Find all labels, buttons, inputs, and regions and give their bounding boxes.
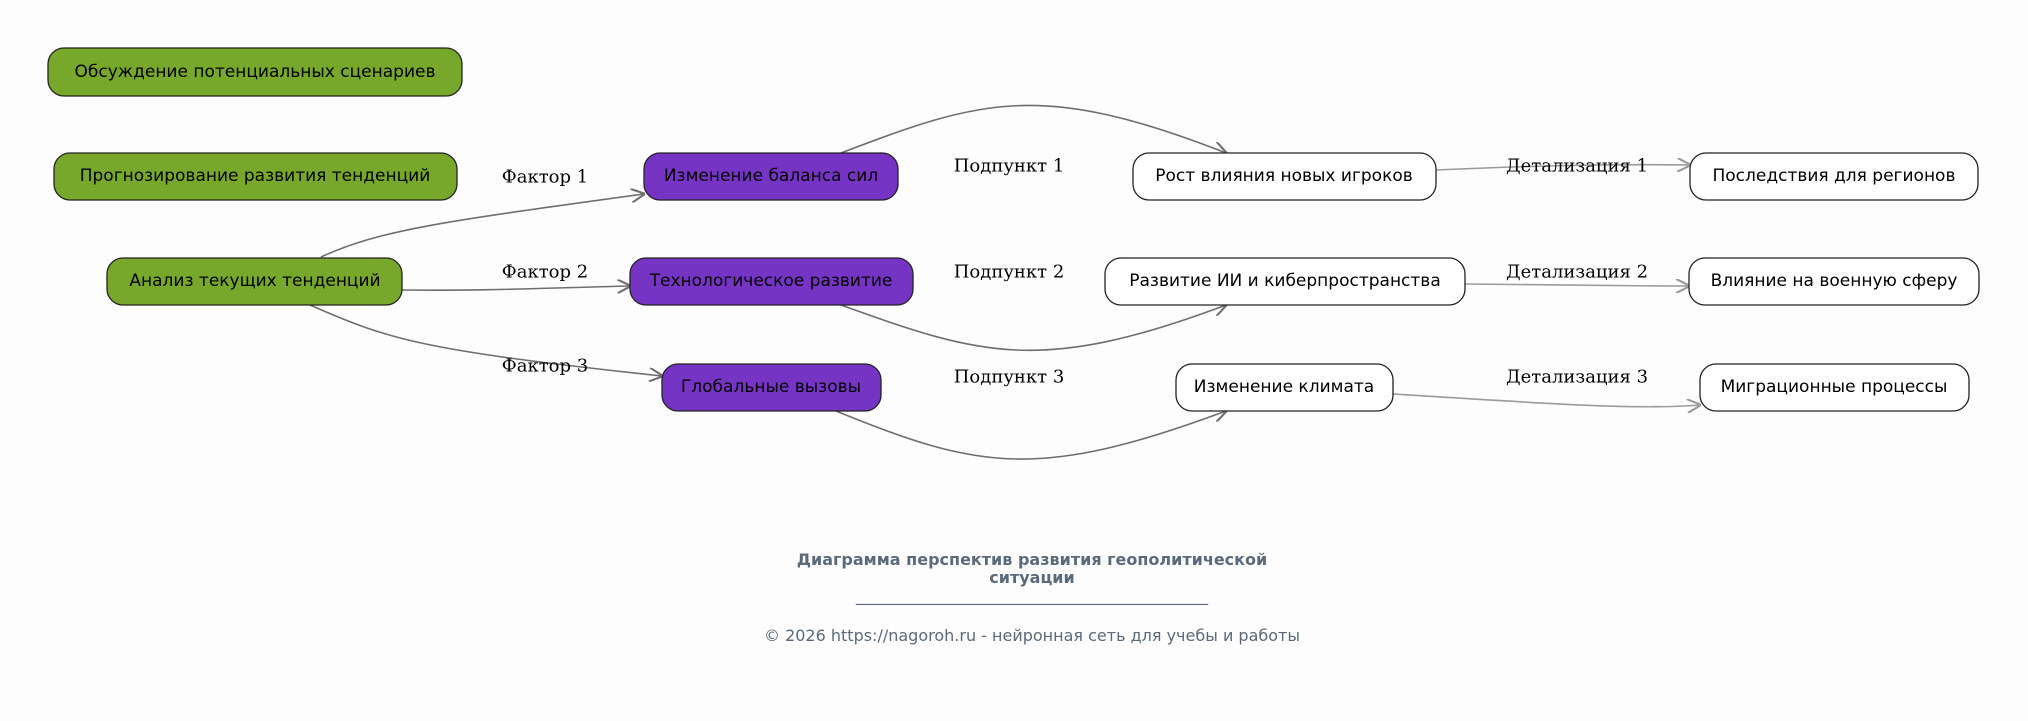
edge-label-sub2: Подпункт 2	[954, 262, 1065, 283]
node-climate[interactable]: Изменение климата	[1175, 363, 1394, 412]
node-label: Рост влияния новых игроков	[1155, 166, 1413, 186]
footer-divider: ________________________________________…	[855, 586, 1209, 606]
edge-label-factor3: Фактор 3	[502, 356, 588, 377]
node-military[interactable]: Влияние на военную сферу	[1688, 257, 1980, 306]
node-tech[interactable]: Технологическое развитие	[629, 257, 914, 306]
node-label: Изменение климата	[1194, 377, 1374, 397]
diagram-title-line2: ситуации	[989, 568, 1074, 587]
node-label: Анализ текущих тенденций	[129, 271, 380, 291]
edge-label-sub1: Подпункт 1	[954, 156, 1065, 177]
edge-analysis-balance	[320, 194, 644, 258]
edge-ai-military	[1464, 284, 1689, 286]
node-label: Последствия для регионов	[1713, 166, 1956, 186]
node-regions[interactable]: Последствия для регионов	[1689, 152, 1979, 201]
edge-global-climate	[835, 411, 1226, 460]
node-label: Миграционные процессы	[1721, 377, 1948, 397]
edge-analysis-tech	[401, 286, 630, 290]
diagram-title-line1: Диаграмма перспектив развития геополитич…	[797, 550, 1267, 569]
edge-newplayers-regions	[1435, 165, 1690, 170]
node-label: Развитие ИИ и киберпространства	[1129, 271, 1441, 291]
node-global[interactable]: Глобальные вызовы	[661, 363, 882, 412]
edge-label-sub3: Подпункт 3	[954, 367, 1065, 388]
node-label: Технологическое развитие	[649, 271, 893, 291]
node-migration[interactable]: Миграционные процессы	[1699, 363, 1970, 412]
node-label: Изменение баланса сил	[664, 166, 878, 186]
edge-balance-newplayers	[840, 104, 1226, 153]
node-label: Глобальные вызовы	[681, 377, 861, 397]
edge-label-det2: Детализация 2	[1506, 262, 1648, 283]
edge-analysis-global	[309, 304, 662, 376]
node-new-players[interactable]: Рост влияния новых игроков	[1132, 152, 1437, 201]
edge-label-factor1: Фактор 1	[502, 167, 588, 188]
edge-label-det3: Детализация 3	[1506, 367, 1648, 388]
node-analysis[interactable]: Анализ текущих тенденций	[106, 257, 403, 306]
node-label: Прогнозирование развития тенденций	[80, 166, 431, 186]
node-scenarios[interactable]: Обсуждение потенциальных сценариев	[47, 47, 463, 97]
copyright: © 2026 https://nagoroh.ru - нейронная се…	[764, 626, 1300, 645]
edge-climate-migration	[1392, 393, 1700, 407]
edge-label-det1: Детализация 1	[1506, 156, 1648, 177]
node-label: Обсуждение потенциальных сценариев	[75, 62, 436, 82]
node-label: Влияние на военную сферу	[1711, 271, 1958, 291]
node-ai[interactable]: Развитие ИИ и киберпространства	[1104, 257, 1466, 306]
edge-label-factor2: Фактор 2	[502, 262, 588, 283]
node-forecast[interactable]: Прогнозирование развития тенденций	[53, 152, 458, 201]
edge-tech-ai	[840, 305, 1226, 352]
node-balance[interactable]: Изменение баланса сил	[643, 152, 899, 201]
